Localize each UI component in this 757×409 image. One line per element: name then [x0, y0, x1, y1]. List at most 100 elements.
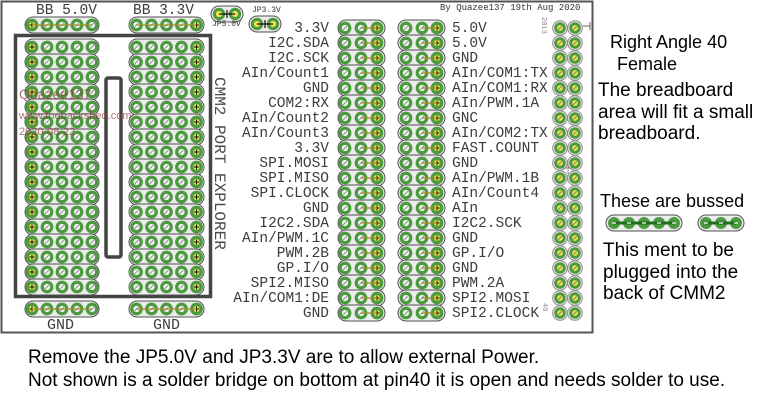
pad: [55, 115, 69, 129]
right-angle-pad: [569, 22, 581, 34]
hole-mark: [74, 284, 80, 290]
pad: [145, 250, 158, 264]
right-angle-pad: [554, 52, 566, 64]
pin-label-left: GND: [302, 305, 329, 322]
right-angle-pad: [554, 277, 566, 289]
hole-mark: [74, 74, 80, 80]
hole-mark: [342, 280, 348, 286]
right-angle-pad: [554, 22, 566, 34]
hole-mark: [59, 134, 65, 140]
right-angle-pad: [569, 187, 581, 199]
hole-mark: [44, 179, 50, 185]
pad: [175, 100, 188, 114]
right-angle-pad: [569, 67, 581, 79]
hole-mark: [74, 44, 80, 50]
pad: [160, 280, 173, 294]
hole-mark: [557, 175, 563, 181]
pad: [40, 175, 54, 189]
pad-connected: [190, 235, 203, 249]
hole-mark: [44, 224, 50, 230]
hole-mark: [572, 70, 578, 76]
pin-label-left: I2C.SDA: [268, 35, 329, 52]
hole-mark: [89, 104, 95, 110]
pad: [338, 261, 352, 275]
hole-mark: [74, 149, 80, 155]
footer-note-line2: Not shown is a solder bridge on bottom a…: [28, 370, 726, 391]
hole-mark: [149, 119, 154, 125]
pad: [160, 100, 173, 114]
hole-mark: [74, 239, 80, 245]
pin-cross-icon: [193, 104, 200, 110]
hole-mark: [572, 280, 578, 286]
hole-mark: [572, 235, 578, 241]
pin-label-left: SPI.MOSI: [259, 155, 329, 172]
hole-mark: [179, 164, 184, 170]
pin-label-right: GND: [452, 230, 479, 247]
pad: [40, 205, 54, 219]
pin-label-right: AIn: [452, 200, 479, 217]
note-bussed: These are bussed: [600, 191, 745, 211]
hole-mark: [342, 160, 348, 166]
pin-label-left: GND: [302, 80, 329, 97]
hole-mark: [557, 100, 563, 106]
pad: [130, 70, 143, 84]
hole-mark: [74, 194, 80, 200]
pad-connected: [25, 280, 39, 294]
note-right-angle-line1: Right Angle 40: [610, 32, 728, 52]
right-angle-pad: [554, 157, 566, 169]
hole-mark: [164, 44, 169, 50]
credit-line: By Quazee137 19th Aug 2020: [440, 3, 581, 13]
pin-label-left: GND: [302, 200, 329, 217]
hole-mark: [89, 224, 95, 230]
right-angle-pad: [554, 232, 566, 244]
hole-mark: [134, 209, 139, 215]
pin-label-left: AIn/COM1:DE: [233, 290, 329, 307]
pad: [85, 85, 99, 99]
pad: [130, 100, 143, 114]
pad: [338, 186, 352, 200]
hole-mark: [164, 254, 169, 260]
hole-mark: [557, 130, 563, 136]
pad: [160, 205, 173, 219]
pad: [338, 81, 352, 95]
pad-connected: [190, 205, 203, 219]
pad-connected: [25, 265, 39, 279]
hole-mark: [134, 149, 139, 155]
pin-label-right: SPI2.CLOCK: [452, 305, 540, 322]
pad: [338, 306, 352, 320]
hole-mark: [74, 254, 80, 260]
hole-mark: [572, 25, 578, 31]
pad: [55, 190, 69, 204]
hole-mark: [557, 235, 563, 241]
hole-mark: [403, 310, 409, 316]
hole-mark: [134, 284, 139, 290]
hole-mark: [403, 100, 409, 106]
hole-mark: [134, 74, 139, 80]
pad: [40, 85, 54, 99]
hole-mark: [557, 205, 563, 211]
hole-mark: [572, 190, 578, 196]
pad: [85, 130, 99, 144]
hole-mark: [59, 59, 65, 65]
right-angle-mark-top: 2013: [539, 17, 547, 34]
pad: [175, 85, 188, 99]
pad: [145, 160, 158, 174]
hole-mark: [403, 295, 409, 301]
hole-mark: [572, 130, 578, 136]
hole-mark: [134, 59, 139, 65]
hole-mark: [164, 134, 169, 140]
pad: [338, 111, 352, 125]
pad: [130, 205, 143, 219]
pad: [399, 246, 413, 260]
pad: [85, 115, 99, 129]
hole-mark: [134, 44, 139, 50]
pad: [130, 115, 143, 129]
hole-mark: [89, 209, 95, 215]
right-angle-pad: [554, 292, 566, 304]
hole-mark: [557, 265, 563, 271]
pin-cross-icon: [29, 119, 35, 125]
pad: [338, 201, 352, 215]
pin-label-right: SPI2.MOSI: [452, 290, 531, 307]
hole-mark: [44, 89, 50, 95]
pad: [85, 100, 99, 114]
